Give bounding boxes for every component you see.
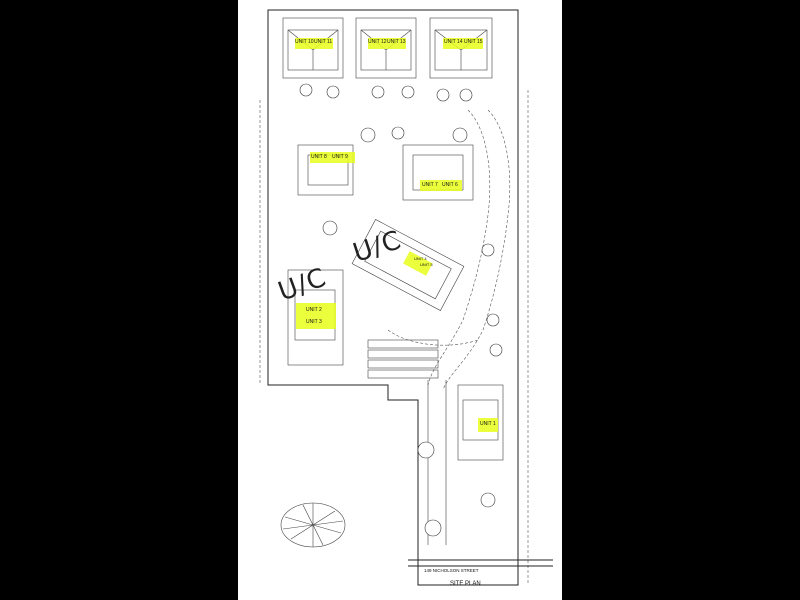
building-top-middle [355,17,417,79]
site-boundary [267,9,519,586]
turning-circle [387,329,479,346]
unit-label: UNIT 11 [314,39,333,45]
driveway-outline [442,109,511,391]
building-top-right [429,17,493,79]
site-plan-sheet: UNIT 10 UNIT 11 UNIT 12 UNIT 13 UNIT 14 … [238,0,562,600]
entrance-path [427,380,447,545]
unit-label: UNIT 7 [422,182,438,188]
unit-label: UNIT 12 [368,39,387,45]
building-left-lower [287,269,344,366]
unit-label: UNIT 14 [444,39,463,45]
street-line [408,559,553,567]
building-unit-1 [457,384,504,461]
unit-label: UNIT 4 [414,256,427,261]
unit-label: UNIT 3 [306,319,322,325]
building-top-left [282,17,344,79]
storage-rows [367,339,439,379]
unit-label: UNIT 6 [442,182,458,188]
building-upper-left [297,144,355,196]
street-name: 149 NICHOLSON STREET [424,568,479,573]
unit-label: UNIT 13 [387,39,406,45]
unit-label: UNIT 10 [295,39,314,45]
building-upper-right [402,144,474,201]
unit-label: UNIT 2 [306,307,322,313]
plan-title: SITE PLAN [450,581,481,587]
boundary-fence [259,90,529,585]
site-plan-drawing [259,9,553,586]
north-point-icon [280,502,346,548]
driveway-inner [427,109,491,386]
building-centre-rotated [351,219,465,311]
unit-label: UNIT 8 [311,154,327,160]
trees [299,83,503,537]
unit-label: UNIT 5 [420,262,433,267]
unit-label: UNIT 1 [480,421,496,427]
unit-label: UNIT 9 [332,154,348,160]
unit-label: UNIT 15 [464,39,483,45]
